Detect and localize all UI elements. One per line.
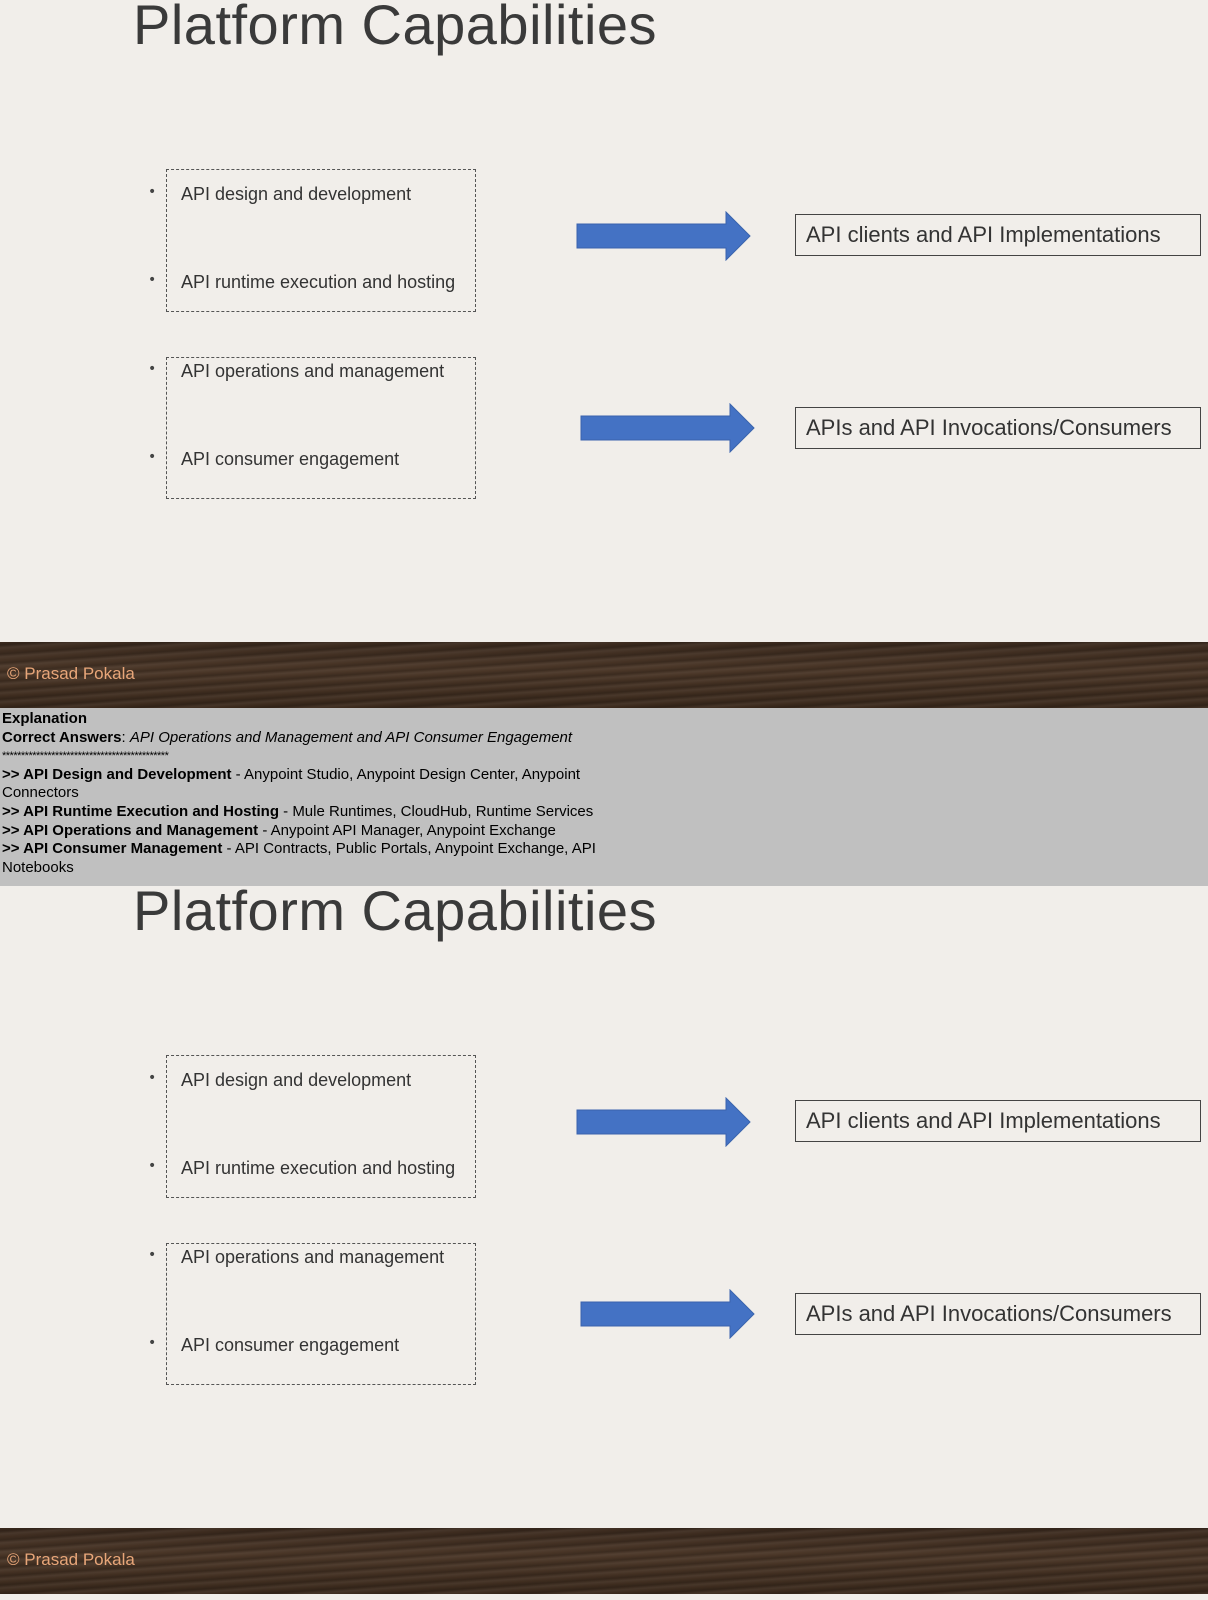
result-box-implementations: API clients and API Implementations [795,214,1201,256]
result-box-implementations: API clients and API Implementations [795,1100,1201,1142]
capability-group-2 [166,1243,476,1385]
capability-item: API consumer engagement [181,1335,400,1355]
correct-answers-value: API Operations and Management and API Co… [129,728,573,746]
correct-answers-label: Correct Answers [2,728,122,746]
explanation-item-text: - Anypoint API Manager, Anypoint Exchang… [258,821,556,839]
slide-footer: © Prasad Pokala [0,642,1208,708]
explanation-panel: Explanation Correct Answers: API Operati… [0,708,1208,886]
capability-item: API operations and management [181,1247,445,1267]
bullet: • [148,1158,157,1174]
right-arrow-icon [576,1097,751,1147]
correct-answers-line: Correct Answers: API Operations and Mana… [2,729,1206,748]
explanation-item: >> API Runtime Execution and Hosting - M… [2,803,622,822]
right-arrow-icon [576,211,751,261]
result-box-consumers: APIs and API Invocations/Consumers [795,407,1201,449]
bullet: • [148,449,157,465]
bullet: • [148,1247,157,1263]
explanation-heading-text: Explanation [2,710,88,727]
bullet: • [148,1070,157,1086]
bullet: • [148,184,157,200]
capability-group-2 [166,357,476,499]
capability-item: API design and development [181,184,412,204]
bullet: • [148,1335,157,1351]
explanation-item-label: >> API Design and Development [2,765,232,783]
explanation-item-text: - Mule Runtimes, CloudHub, Runtime Servi… [278,802,594,820]
bullet: • [148,272,157,288]
slide-top: Platform Capabilities • API design and d… [0,0,1208,708]
stars-divider: ****************************************… [2,750,169,763]
bullet: • [148,361,157,377]
explanation-heading: Explanation [2,710,1206,729]
explanation-item: >> API Design and Development - Anypoint… [2,766,622,803]
capability-item: API runtime execution and hosting [181,272,456,292]
capability-group-1 [166,1055,476,1198]
capability-item: API consumer engagement [181,449,400,469]
capability-item: API operations and management [181,361,445,381]
slide-title: Platform Capabilities [133,0,658,56]
explanation-item-text: - Anypoint Studio, Anypoint Design Cente… [2,765,581,802]
explanation-item: >> API Operations and Management - Anypo… [2,822,622,841]
explanation-item-label: >> API Operations and Management [2,821,259,839]
capability-item: API runtime execution and hosting [181,1158,456,1178]
explanation-item: >> API Consumer Management - API Contrac… [2,840,622,877]
footer-copyright: © Prasad Pokala [7,1550,135,1569]
slide-title: Platform Capabilities [133,886,658,942]
right-arrow-icon [580,403,755,453]
slide-bottom: Platform Capabilities • API design and d… [0,886,1208,1594]
result-box-consumers: APIs and API Invocations/Consumers [795,1293,1201,1335]
correct-answers-separator: : [121,728,130,746]
explanation-item-label: >> API Runtime Execution and Hosting [2,802,279,820]
explanation-item-label: >> API Consumer Management [2,840,223,858]
capability-item: API design and development [181,1070,412,1090]
right-arrow-icon [580,1289,755,1339]
slide-footer: © Prasad Pokala [0,1528,1208,1594]
capability-group-1 [166,169,476,312]
footer-copyright: © Prasad Pokala [7,664,135,683]
explanation-item-text: - API Contracts, Public Portals, Anypoin… [2,840,596,876]
